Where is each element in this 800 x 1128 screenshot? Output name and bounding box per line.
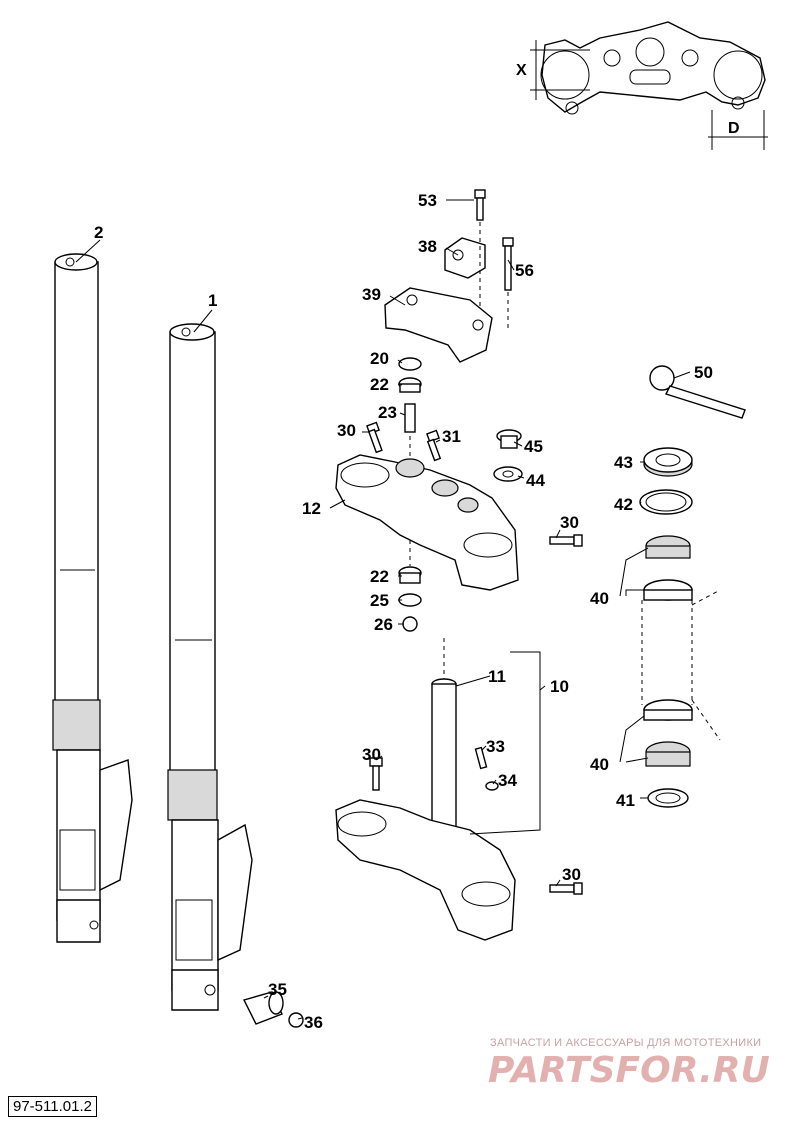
part-label-30-lower-left: 30 (362, 745, 381, 764)
washer-20 (398, 357, 422, 371)
bolt-31 (426, 429, 442, 462)
bolt-56 (502, 237, 514, 291)
part-label-45: 45 (524, 437, 543, 456)
part-label-50: 50 (694, 363, 713, 382)
dust-seal-43 (643, 447, 693, 477)
leader-lines (75, 199, 691, 1020)
triple-clamp-inset: X D (516, 21, 768, 150)
steering-stem-11 (431, 678, 457, 845)
bolt-30-upper-left (366, 421, 383, 454)
part-label-41: 41 (616, 791, 635, 810)
part-label-12: 12 (302, 499, 321, 518)
part-label-23: 23 (378, 403, 397, 422)
part-label-1: 1 (208, 291, 217, 310)
clamp-top-38 (444, 237, 486, 279)
watermark-tagline: ЗАПЧАСТИ И АКСЕССУАРЫ ДЛЯ МОТОТЕХНИКИ (490, 1037, 761, 1049)
clamp-bottom-39 (384, 287, 493, 363)
part-label-30-upper-left: 30 (337, 421, 356, 440)
spacer-22-lower (398, 566, 422, 584)
part-label-33: 33 (486, 737, 505, 756)
part-label-30-upper-right: 30 (560, 513, 579, 532)
part-label-44: 44 (526, 471, 545, 490)
bolt-30-lower-left (369, 757, 383, 791)
part-number-labels: 2 1 53 38 56 39 20 22 23 30 31 45 44 12 … (94, 191, 713, 1032)
part-label-25: 25 (370, 591, 389, 610)
bearing-40-upper (643, 535, 693, 601)
part-label-42: 42 (614, 495, 633, 514)
plug-45 (496, 429, 522, 449)
document-code: 97-511.01.2 (8, 1096, 97, 1117)
steering-head-tube (641, 589, 721, 741)
pin-23 (404, 403, 416, 433)
part-label-40-lower: 40 (590, 755, 609, 774)
part-label-39: 39 (362, 285, 381, 304)
spacer-35 (242, 991, 284, 1025)
part-label-20: 20 (370, 349, 389, 368)
wrench-50 (649, 365, 746, 419)
bearing-40-lower (643, 699, 693, 767)
spacer-22-upper (398, 377, 422, 393)
part-label-43: 43 (614, 453, 633, 472)
lower-triple-clamp-10 (335, 799, 516, 941)
part-label-40-upper: 40 (590, 589, 609, 608)
bolt-30-upper-right (549, 534, 583, 547)
washer-25 (398, 593, 422, 607)
part-label-22-lower: 22 (370, 567, 389, 586)
fork-leg-2 (52, 253, 133, 943)
part-label-22-upper: 22 (370, 375, 389, 394)
washer-34 (485, 781, 499, 791)
part-label-2: 2 (94, 223, 103, 242)
dimension-d-label: D (728, 120, 740, 137)
bolt-30-lower-right (549, 882, 583, 895)
part-label-38: 38 (418, 237, 437, 256)
part-label-30-lower-right: 30 (562, 865, 581, 884)
washer-44 (493, 466, 523, 482)
nut-26 (402, 616, 418, 632)
part-label-11: 11 (488, 667, 506, 686)
upper-triple-clamp-12 (335, 454, 519, 591)
part-label-34: 34 (498, 771, 517, 790)
dimension-x-label: X (516, 62, 527, 79)
part-label-35: 35 (268, 980, 287, 999)
part-label-56: 56 (515, 261, 534, 280)
part-label-53: 53 (418, 191, 437, 210)
bolt-33 (474, 746, 488, 770)
part-label-31: 31 (442, 427, 461, 446)
watermark-brand: PARTSFOR.RU (488, 1050, 770, 1091)
part-label-10: 10 (550, 677, 569, 696)
ring-41 (647, 788, 689, 808)
seal-ring-42 (639, 489, 693, 515)
part-label-36: 36 (304, 1013, 323, 1032)
part-label-26: 26 (374, 615, 393, 634)
fork-leg-1 (167, 323, 253, 1011)
watermark: ЗАПЧАСТИ И АКСЕССУАРЫ ДЛЯ МОТОТЕХНИКИ PA… (488, 1037, 770, 1091)
bolt-53 (474, 189, 486, 221)
nut-36 (288, 1012, 304, 1028)
